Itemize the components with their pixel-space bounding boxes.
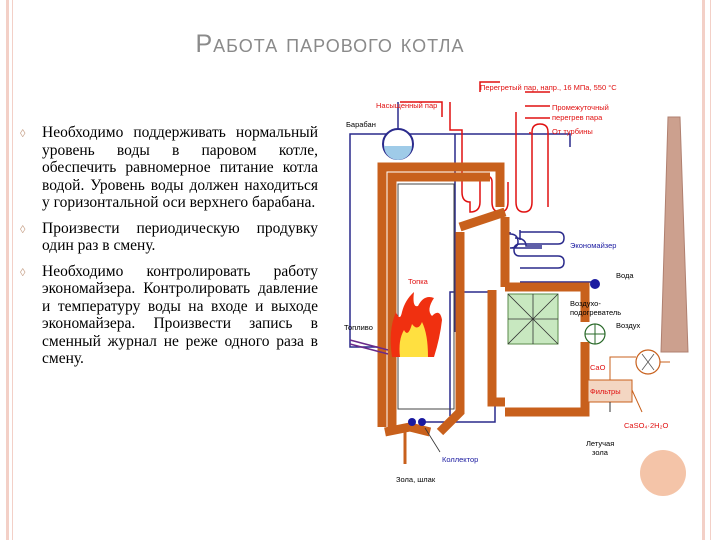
bullet-item: ◊ Произвести периодическую продувку один …: [20, 220, 318, 255]
bullet-list: ◊ Необходимо поддерживать нормальный уров…: [20, 124, 318, 376]
label-economizer: Экономайзер: [570, 241, 616, 250]
label-reheat-1: Промежуточный: [552, 103, 609, 112]
bullet-item: ◊ Необходимо поддерживать нормальный уров…: [20, 124, 318, 212]
bullet-item: ◊ Необходимо контролировать работу эконом…: [20, 263, 318, 368]
label-drum: Барабан: [346, 120, 376, 129]
frame-line-left: [6, 0, 9, 540]
bullet-text: Необходимо контролировать работу эконома…: [42, 262, 318, 368]
label-airheater-2: подогреватель: [570, 308, 621, 317]
gypsum-outlet: [631, 389, 643, 413]
label-airheater-1: Воздухо-: [570, 299, 601, 308]
collector: [408, 418, 441, 453]
air-fan-icon: [584, 323, 606, 345]
flue-duct: [609, 356, 636, 380]
chimney: [660, 116, 689, 353]
frame-line-right: [702, 0, 705, 540]
flue-fan-icon: [635, 349, 661, 375]
label-from-turbine: От турбины: [552, 127, 593, 136]
bullet-marker-icon: ◊: [20, 266, 26, 279]
label-reheat-2: перегрев пара: [552, 113, 603, 122]
frame-line-right-inner: [710, 0, 711, 540]
bullet-marker-icon: ◊: [20, 128, 26, 140]
boiler-diagram: Перегретый пар, напр., 16 МПа, 550 °С На…: [344, 81, 689, 484]
economizer-coil: [513, 231, 565, 269]
water-pump-icon: [590, 279, 600, 289]
label-fuel: Топливо: [344, 323, 373, 332]
label-collector: Коллектор: [442, 455, 478, 464]
slide-title: Работа парового котла: [195, 30, 465, 58]
label-water: Вода: [616, 271, 634, 280]
bullet-text: Произвести периодическую продувку один р…: [42, 219, 318, 255]
label-furnace: Топка: [408, 277, 429, 286]
bullet-marker-icon: ◊: [20, 223, 26, 236]
label-saturated-steam: Насыщенный пар: [376, 101, 437, 110]
label-air: Воздух: [616, 321, 640, 330]
furnace-chamber: [397, 183, 455, 410]
label-filters: Фильтры: [590, 387, 621, 396]
flame-icon: [390, 292, 442, 357]
bullet-text: Необходимо поддерживать нормальный урове…: [42, 124, 318, 211]
label-ash: Зола, шлак: [396, 475, 436, 484]
frame-line-left-inner: [12, 0, 13, 540]
label-flyash-1: Летучая: [586, 439, 614, 448]
decorative-circle: [640, 450, 686, 496]
drum: [382, 128, 414, 160]
label-gypsum: CaSO₄·2H₂O: [624, 421, 668, 430]
label-cao: CaO: [590, 363, 606, 372]
label-flyash-2: зола: [592, 448, 609, 457]
air-preheater: [507, 293, 559, 345]
fuel-injector: [349, 339, 389, 355]
label-superheated-steam: Перегретый пар, напр., 16 МПа, 550 °С: [480, 83, 617, 92]
